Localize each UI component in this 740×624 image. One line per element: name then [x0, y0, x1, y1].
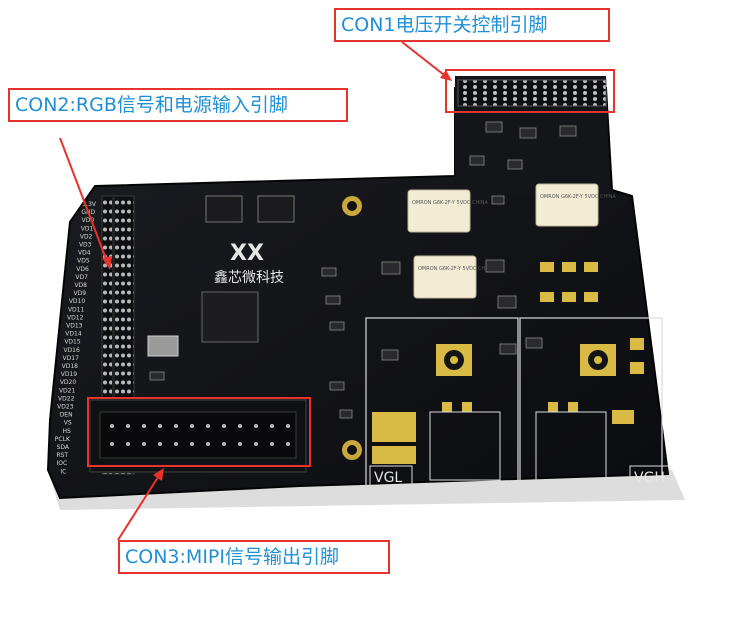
con1-header — [457, 79, 607, 107]
header-pin-label: VD4 — [78, 250, 91, 257]
header-pin-label: IC — [60, 468, 66, 475]
gold-pads — [372, 262, 644, 464]
svg-text:OMRON G6K-2F-Y 5VDC CHINA: OMRON G6K-2F-Y 5VDC CHINA — [540, 194, 617, 200]
header-pin-label: 3.3V — [82, 201, 97, 208]
vgh-label: VGH — [634, 470, 665, 486]
header-pin-label: VD20 — [60, 379, 77, 386]
con3-highlight — [87, 397, 311, 467]
header-pin-label: VD10 — [69, 298, 86, 305]
header-pin-label: VD12 — [67, 314, 84, 321]
header-pin-label: RST — [56, 452, 68, 459]
regulator-chip — [205, 195, 243, 223]
inductor — [436, 344, 472, 376]
logo-mark: XX — [230, 241, 264, 266]
svg-text:OMRON G6K-2F-Y 5VDC CHINA: OMRON G6K-2F-Y 5VDC CHINA — [412, 200, 489, 206]
header-pin-label: VD16 — [63, 347, 80, 354]
svg-text:OMRON G6K-2F-Y 5VDC CHINA: OMRON G6K-2F-Y 5VDC CHINA — [418, 266, 495, 272]
vgl-label: VGL — [374, 470, 402, 486]
silkscreen-outline — [519, 317, 663, 487]
header-pin-label: VD19 — [61, 371, 78, 378]
regulator-chip — [257, 195, 295, 223]
header-pin-label: VD5 — [77, 258, 90, 265]
header-pin-label: VS — [64, 420, 72, 427]
header-pin-label: VD21 — [59, 387, 76, 394]
main-ic — [201, 291, 259, 343]
header-pin-label: VD18 — [62, 363, 79, 370]
relay: OMRON G6K-2F-Y 5VDC CHINA — [413, 255, 495, 299]
callout-con2: CON2:RGB信号和电源输入引脚 — [8, 88, 348, 122]
header-pin-label: VD13 — [66, 323, 83, 330]
relay: OMRON G6K-2F-Y 5VDC CHINA — [407, 189, 489, 233]
con1-highlight — [445, 69, 615, 113]
header-pin-label: VD3 — [79, 242, 92, 249]
header-pin-label: VD0 — [82, 217, 95, 224]
header-pin-label: VD17 — [63, 355, 80, 362]
header-pin-label: DEN — [60, 412, 73, 419]
inductor — [580, 344, 616, 376]
header-pin-label: VD14 — [65, 331, 82, 338]
header-pin-label: VD23 — [57, 404, 74, 411]
header-pin-label: VD15 — [64, 339, 81, 346]
header-pin-label: VD11 — [68, 306, 85, 313]
header-pin-label: SDA — [57, 444, 70, 451]
smd-components — [149, 121, 577, 419]
logo-text: 鑫芯微科技 — [214, 269, 284, 286]
silkscreen-outline — [365, 317, 519, 489]
header-pin-label: VD9 — [74, 290, 87, 297]
header-pin-label: HS — [62, 428, 71, 435]
crystal — [147, 335, 179, 357]
header-pin-label: VD22 — [58, 395, 75, 402]
header-pin-label: VD1 — [81, 225, 94, 232]
callout-arrows — [59, 41, 452, 541]
con3-connector — [89, 399, 307, 473]
header-pin-label: VD6 — [76, 266, 89, 273]
header-pin-label: VD2 — [80, 233, 93, 240]
header-pin-label: VD8 — [74, 282, 87, 289]
header-pin-label: VD7 — [75, 274, 88, 281]
header-pin-label: PCLK — [55, 436, 71, 443]
callout-con1: CON1电压开关控制引脚 — [334, 8, 610, 42]
callout-con3: CON3:MIPI信号输出引脚 — [118, 540, 390, 574]
header-pin-label: IOC — [57, 460, 68, 467]
relay: OMRON G6K-2F-Y 5VDC CHINA — [535, 183, 617, 227]
